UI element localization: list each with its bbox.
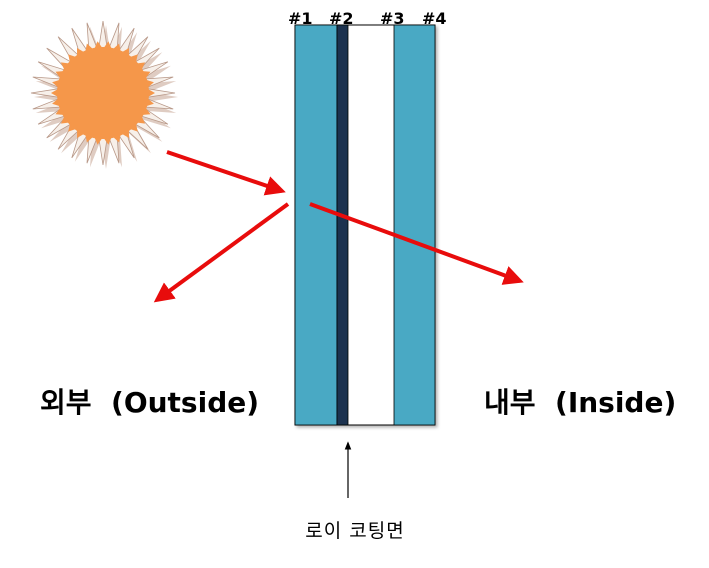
- incident-ray-arrow: [166, 150, 286, 196]
- outer-glass-pane: [294, 24, 338, 426]
- outside-label: 외부 (Outside): [40, 386, 259, 419]
- surface-label-1: #1: [288, 9, 313, 28]
- low-e-coating-layer: [336, 24, 349, 426]
- inside-label: 내부 (Inside): [484, 386, 676, 419]
- inner-glass-pane: [393, 24, 436, 426]
- reflected-ray-arrow: [153, 202, 290, 303]
- transmitted-ray-arrow: [309, 202, 524, 285]
- surface-label-3: #3: [380, 9, 405, 28]
- glass-unit: [294, 24, 436, 426]
- sun-icon: [30, 20, 178, 169]
- surface-label-2: #2: [329, 9, 354, 28]
- coating-caption: 로이 코팅면: [305, 520, 404, 542]
- surface-label-4: #4: [422, 9, 447, 28]
